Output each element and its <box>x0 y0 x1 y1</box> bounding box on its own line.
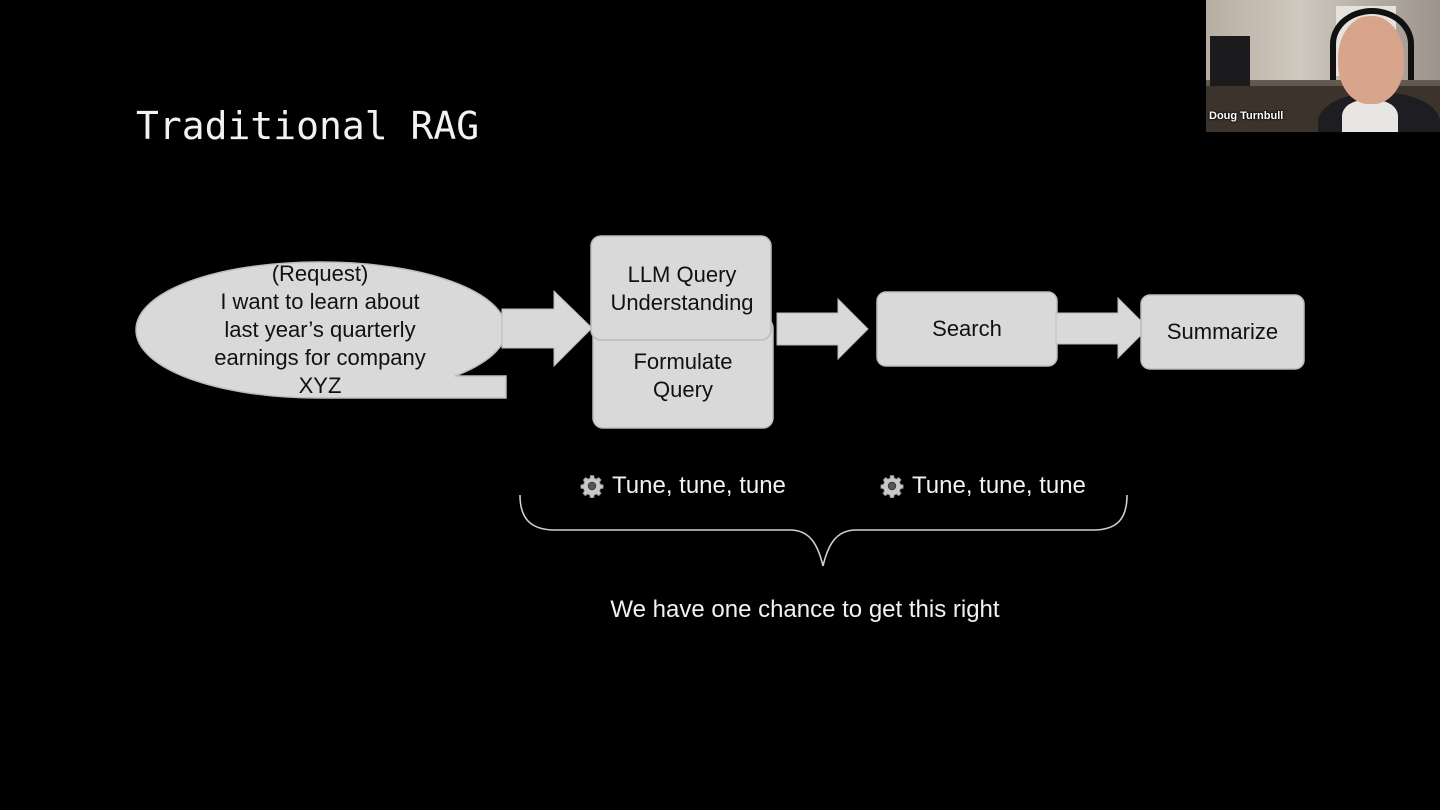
slide-title: Traditional RAG <box>136 104 480 148</box>
search-label: Search <box>932 316 1002 341</box>
webcam-monitor <box>1210 36 1250 90</box>
formulate-query-label: Formulate Query <box>633 349 733 402</box>
llm-query-label: LLM Query Understanding <box>610 262 754 315</box>
summarize-label: Summarize <box>1166 319 1279 344</box>
tune-note-left: Tune, tune, tune <box>580 472 786 500</box>
llm-query-box <box>590 235 772 341</box>
arrow-query-to-search <box>776 297 869 361</box>
headphones-icon <box>1330 8 1414 80</box>
gear-icon <box>880 475 904 498</box>
tune-note-right: Tune, tune, tune <box>880 472 1086 500</box>
webcam-thumbnail[interactable]: Doug Turnbull <box>1206 0 1440 132</box>
summarize-box <box>1140 294 1305 370</box>
tune-text-right: Tune, tune, tune <box>912 472 1086 499</box>
request-shape <box>135 261 507 399</box>
participant-name: Doug Turnbull <box>1209 110 1284 122</box>
arrow-search-to-summarize <box>1055 296 1149 360</box>
gear-icon <box>580 475 604 498</box>
slide-caption: We have one chance to get this right <box>610 596 1000 623</box>
curly-brace <box>519 494 1128 567</box>
tune-text-left: Tune, tune, tune <box>612 472 786 499</box>
webcam-person-shirt <box>1342 100 1398 132</box>
request-text: (Request) I want to learn about last yea… <box>214 261 426 398</box>
arrow-request-to-llm <box>501 289 593 368</box>
